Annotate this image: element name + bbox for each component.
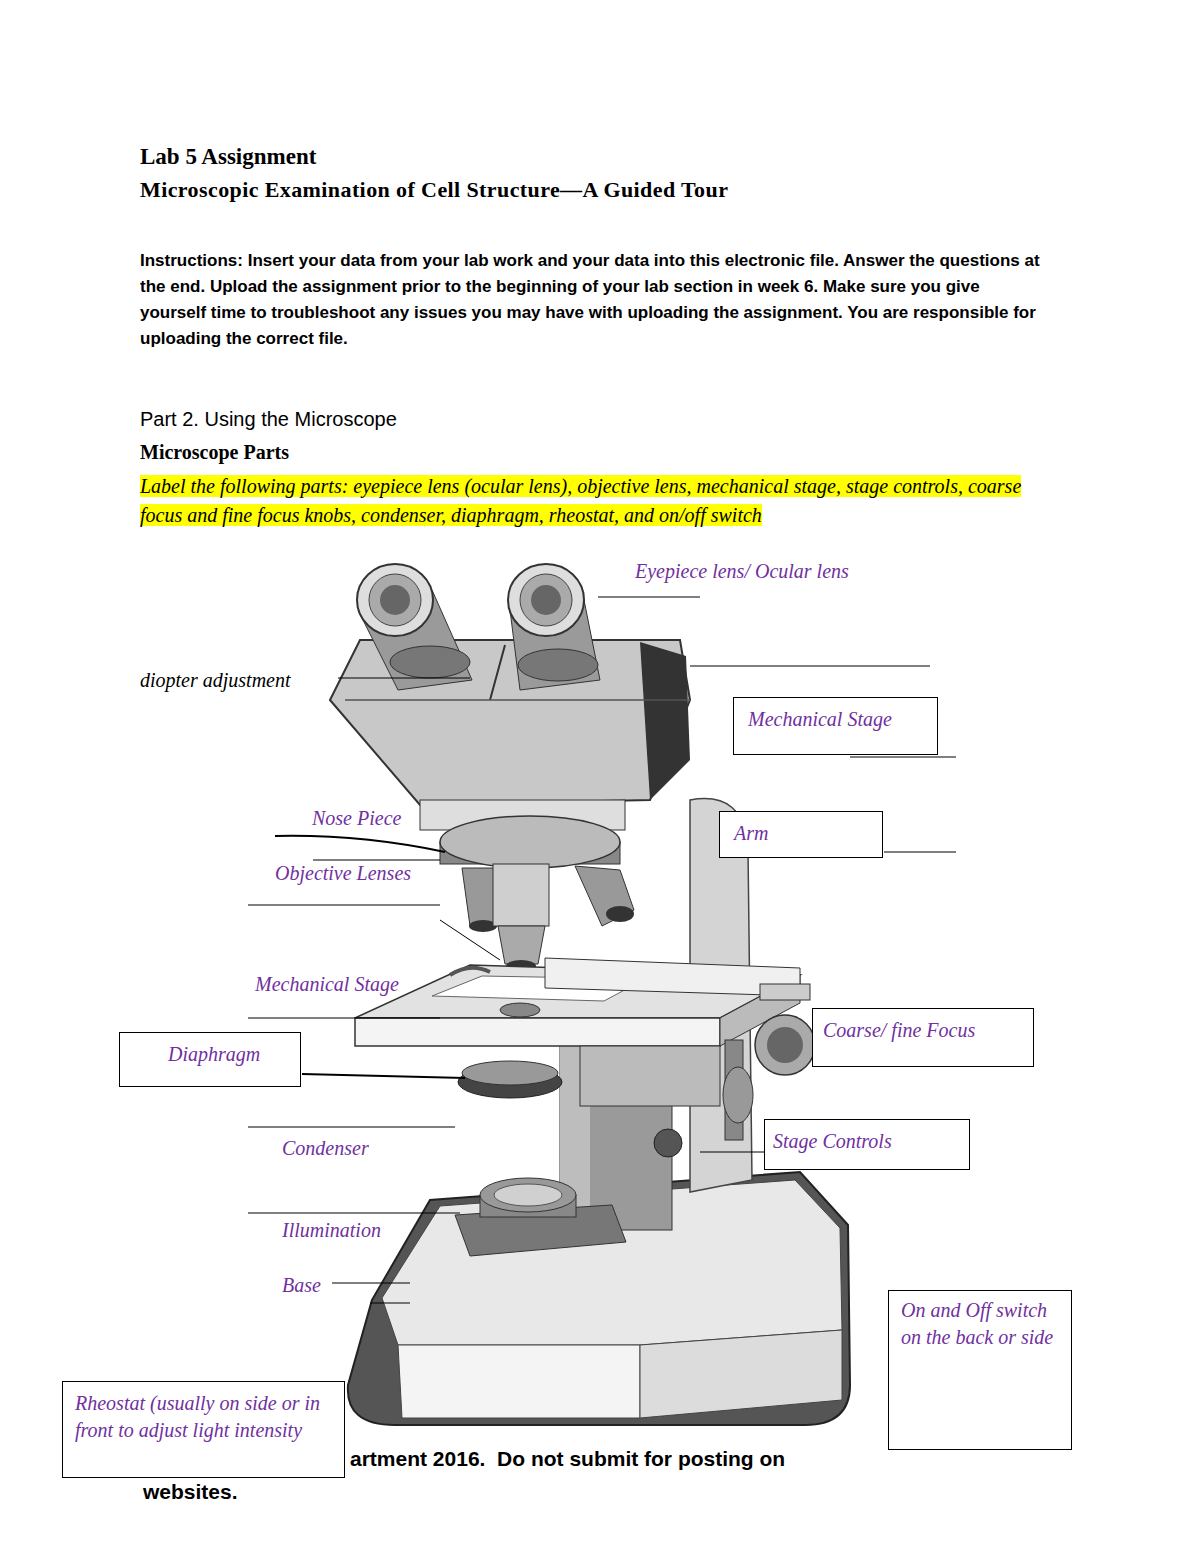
highlighted-instruction-wrap: Label the following parts: eyepiece lens… (140, 472, 1045, 530)
label-box: Coarse/ fine Focus (812, 1008, 1034, 1067)
part-label: Nose Piece (310, 807, 403, 830)
label-box: Stage Controls (764, 1119, 970, 1170)
subsection-heading: Microscope Parts (140, 441, 1040, 464)
part-label: diopter adjustment (138, 669, 293, 692)
label-box: Rheostat (usually on side or in front to… (62, 1381, 345, 1478)
part-label: Objective Lenses (273, 862, 413, 885)
part-label: Eyepiece lens/ Ocular lens (633, 560, 851, 583)
label-box: Diaphragm (119, 1032, 301, 1087)
document-title: Lab 5 Assignment (140, 144, 316, 170)
instructions-text: Instructions: Insert your data from your… (140, 248, 1050, 352)
box-label: Stage Controls (773, 1128, 961, 1155)
part-label: Base (280, 1274, 323, 1297)
box-label: Arm (734, 820, 874, 847)
box-label: Diaphragm (168, 1041, 292, 1068)
box-label: Coarse/ fine Focus (823, 1017, 1025, 1044)
part-label: Mechanical Stage (253, 973, 401, 996)
document-subtitle: Microscopic Examination of Cell Structur… (140, 177, 1140, 203)
box-label: Rheostat (usually on side or in front to… (75, 1390, 336, 1444)
label-box: Arm (719, 811, 883, 858)
footer-note: websites. (143, 1480, 238, 1504)
label-box: Mechanical Stage (733, 697, 938, 755)
highlighted-instruction: Label the following parts: eyepiece lens… (140, 475, 1021, 526)
part-label: Condenser (280, 1137, 371, 1160)
footer-note: artment 2016. Do not submit for posting … (350, 1447, 785, 1471)
part-label: Illumination (280, 1219, 383, 1242)
label-box: On and Off switch on the back or side (888, 1290, 1072, 1450)
section-heading: Part 2. Using the Microscope (140, 408, 1040, 431)
box-label: On and Off switch on the back or side (901, 1297, 1063, 1351)
box-label: Mechanical Stage (748, 706, 929, 733)
